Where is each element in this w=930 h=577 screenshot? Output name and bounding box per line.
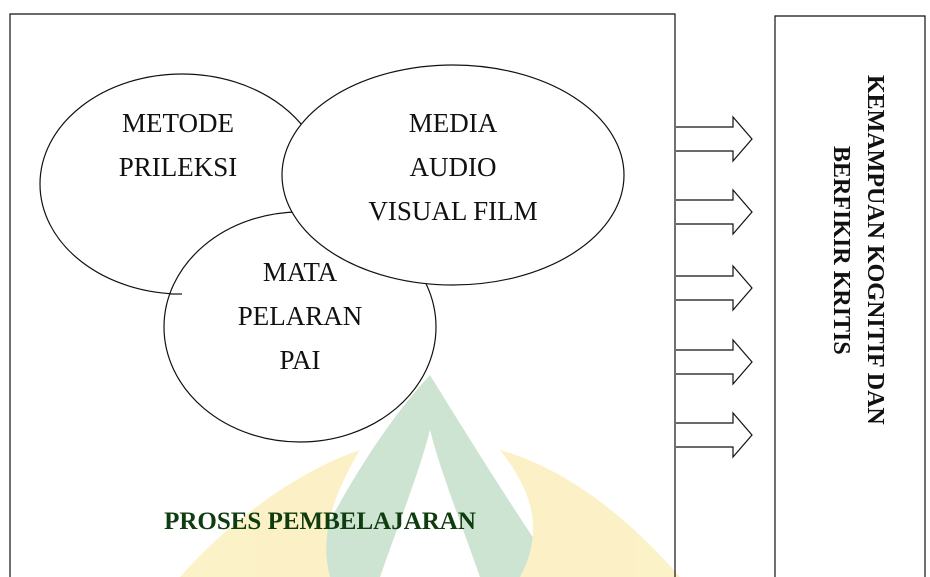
mata-pelaran-pai-label: MATA PELARAN PAI: [205, 250, 395, 382]
arrow-1: [676, 115, 753, 163]
arrow-2: [676, 188, 753, 236]
outcome-box: [774, 15, 926, 577]
metode-line-1: METODE: [122, 108, 234, 138]
outcome-line-2: BERFIKIR KRITIS: [828, 145, 854, 355]
watermark-logo: [180, 375, 680, 577]
process-label: PROSES PEMBELAJARAN: [164, 508, 476, 535]
process-box: [9, 13, 676, 577]
arrow-4: [676, 338, 753, 386]
metode-prileksi-label: METODE PRILEKSI: [88, 101, 268, 189]
media-line-3: VISUAL FILM: [368, 196, 538, 226]
metode-line-2: PRILEKSI: [118, 152, 238, 182]
media-audio-visual-label: MEDIA AUDIO VISUAL FILM: [323, 101, 583, 233]
mata-line-2: PELARAN: [237, 301, 363, 331]
ellipse-media-audio-visual: [281, 64, 625, 286]
media-line-2: AUDIO: [409, 152, 497, 182]
outcome-title: KEMAMPUAN KOGNITIF DAN BERFIKIR KRITIS: [798, 60, 918, 440]
arrow-3: [676, 264, 753, 312]
media-line-1: MEDIA: [408, 108, 498, 138]
mata-line-1: MATA: [262, 257, 338, 287]
mata-line-3: PAI: [279, 345, 321, 375]
arrow-5: [676, 411, 753, 459]
arrows-group: [676, 115, 753, 459]
outcome-line-1: KEMAMPUAN KOGNITIF DAN: [862, 75, 888, 425]
